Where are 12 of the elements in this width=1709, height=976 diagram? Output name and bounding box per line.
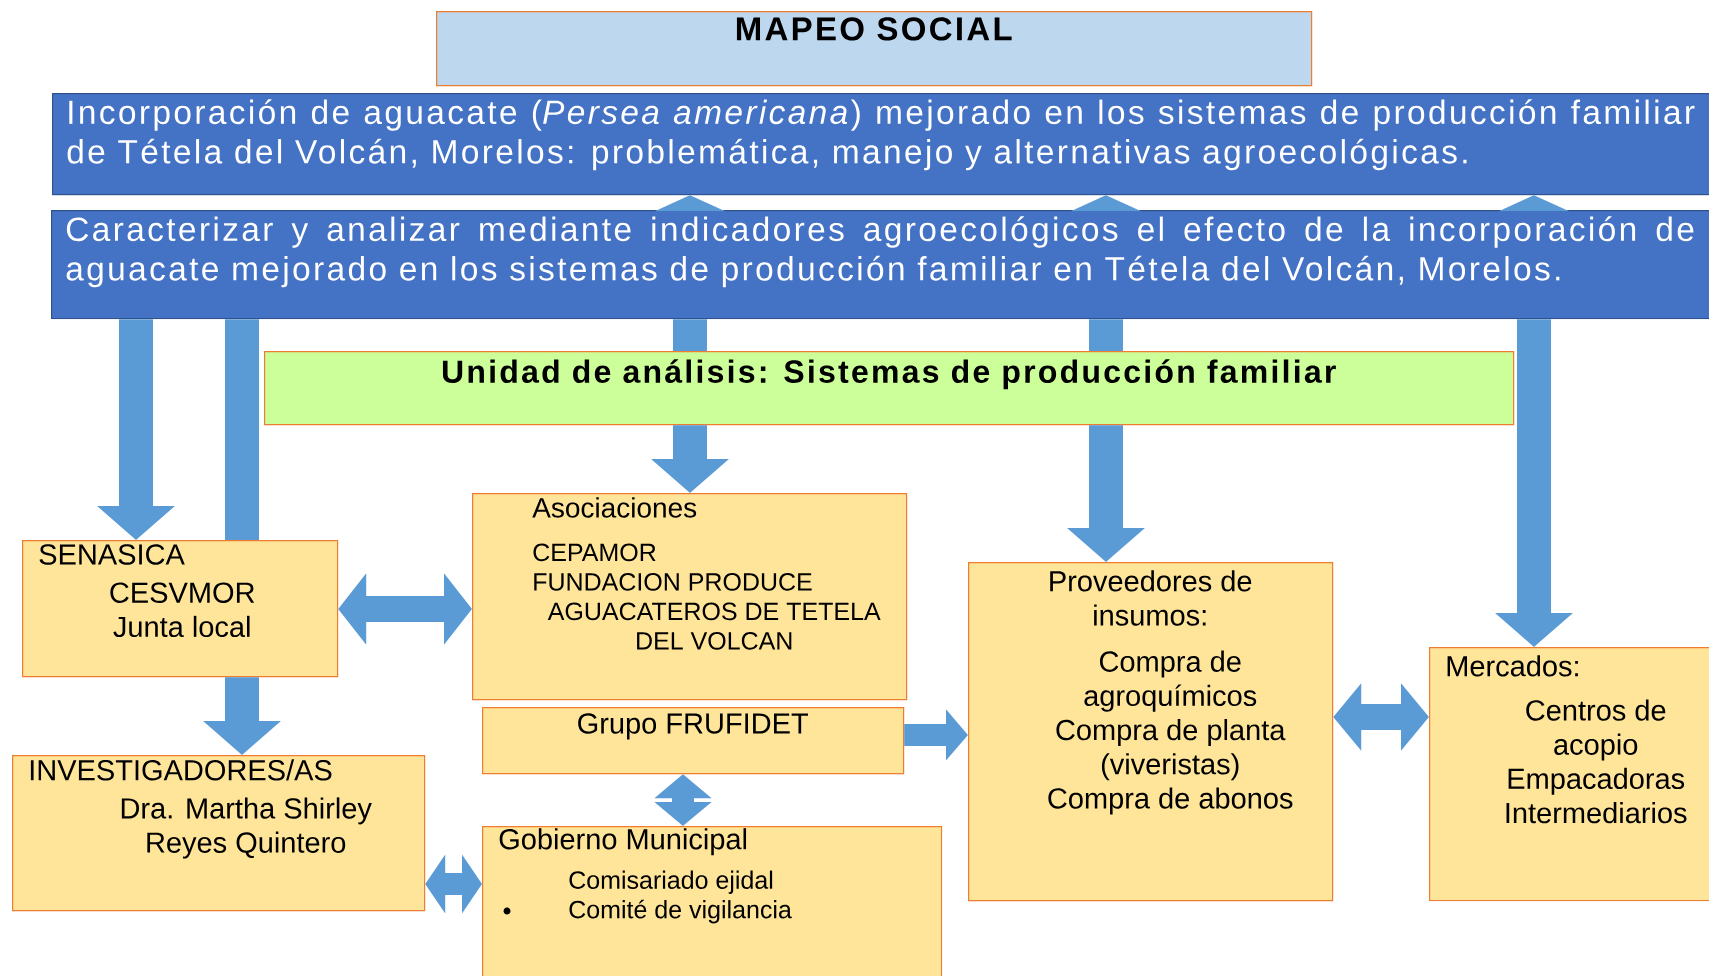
actor-box: Gobierno Municipal Comisariado ejidal Comité de vigilancia [482,826,943,976]
actor-box: Mercados: Centros de acopio Empacadoras Intermediarios [1429,647,1709,902]
actor-box: Proveedores de insumos: Compra de agroquímicos Compra de planta (viveristas) Compra de abonos [968,562,1334,902]
arrow [425,854,482,914]
objective-band: Caracterizar y analizar mediante indicadores agroecológicos el efecto de la incorporación de aguacate mejorado en los sistemas de producción familiar en Tétela del Volcán, Morelos. [51,210,1709,320]
analysis-unit-box: Unidad de análisis: Sistemas de producción familiar [264,350,1515,426]
actor-box: Asociaciones CEPAMOR FUNDACION PRODUCE AGUACATEROS DE TETELA DEL VOLCAN [472,492,908,701]
actor-box: SENASICA CESVMOR Junta local [22,540,339,678]
actor-box: Grupo FRUFIDET [482,707,905,775]
heading-band: Incorporación de aguacate (Persea americana) mejorado en los sistemas de producción familiar de Tétela del Volcán, Morelos: problemática, manejo y alternativas agroecológicas. [52,93,1709,196]
title-box: MAPEO SOCIAL [436,11,1313,87]
actor-box: INVESTIGADORES/AS Dra. Martha Shirley Reyes Quintero [12,755,426,912]
